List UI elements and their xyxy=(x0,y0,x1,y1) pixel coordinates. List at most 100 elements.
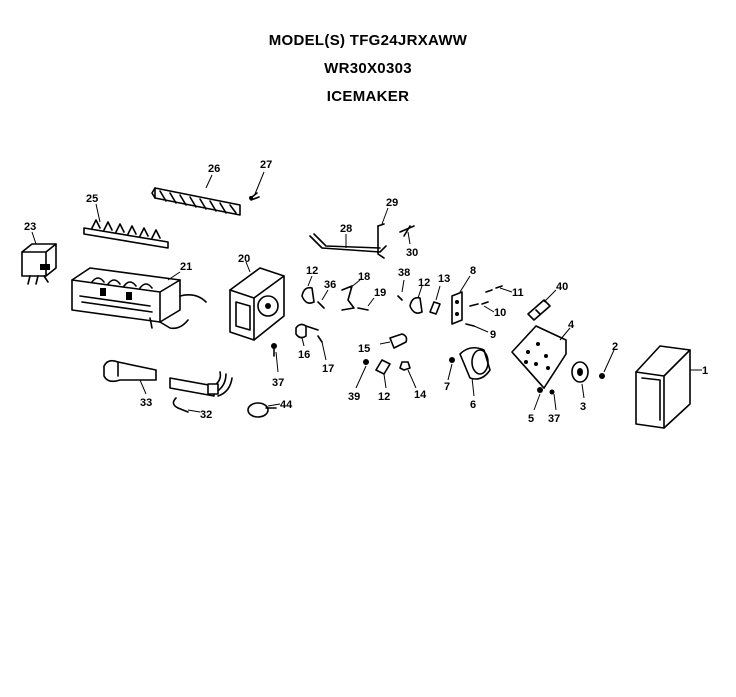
part-40-lever xyxy=(527,299,551,321)
part-25-stripper xyxy=(83,219,169,249)
part-18-lever xyxy=(341,285,355,311)
part-39-screw xyxy=(363,359,369,365)
leader-38 xyxy=(401,279,405,293)
leader-36 xyxy=(321,289,329,301)
part-23-block xyxy=(21,243,57,285)
callout-37-b: 37 xyxy=(548,413,560,425)
part-number: WR30X0303 xyxy=(324,60,412,77)
model-title: MODEL(S) TFG24JRXAWW xyxy=(268,32,468,49)
leader-6 xyxy=(471,377,475,397)
callout-32: 32 xyxy=(200,409,212,421)
leader-18 xyxy=(349,279,361,289)
leader-37b xyxy=(553,393,557,411)
part-6-motor xyxy=(459,346,491,380)
callout-23: 23 xyxy=(24,221,36,233)
part-3-grommet xyxy=(571,361,589,383)
callout-18: 18 xyxy=(358,271,370,283)
part-27-screw xyxy=(249,192,260,201)
leader-30 xyxy=(407,231,411,245)
part-33-tube xyxy=(103,359,157,383)
callout-12-c: 12 xyxy=(378,391,390,403)
callout-19: 19 xyxy=(374,287,386,299)
leader-23 xyxy=(31,231,37,245)
leader-14 xyxy=(407,369,417,389)
leader-26 xyxy=(205,174,213,189)
part-15-plug xyxy=(389,333,408,349)
callout-27: 27 xyxy=(260,159,272,171)
leader-39 xyxy=(355,365,367,389)
leader-44 xyxy=(267,403,281,407)
leader-12a xyxy=(307,275,313,287)
part-12-block xyxy=(375,359,391,375)
leader-17 xyxy=(321,341,327,361)
part-37-screw-b xyxy=(549,389,555,395)
callout-9: 9 xyxy=(490,329,496,341)
part-38-screw xyxy=(397,295,403,301)
callout-13: 13 xyxy=(438,273,450,285)
callout-3: 3 xyxy=(580,401,586,413)
part-wire-harness xyxy=(169,371,233,397)
part-8-bracket xyxy=(451,291,463,325)
leader-29 xyxy=(381,207,389,225)
callout-38: 38 xyxy=(398,267,410,279)
callout-40: 40 xyxy=(556,281,568,293)
part-37-screw-a xyxy=(271,343,277,357)
part-44-knob xyxy=(247,402,277,418)
leader-19 xyxy=(367,297,375,307)
leader-37a xyxy=(275,351,279,373)
callout-12-b: 12 xyxy=(418,277,430,289)
part-9-screw xyxy=(465,323,475,327)
leader-27 xyxy=(254,171,265,195)
leader-5 xyxy=(533,393,541,411)
callout-39: 39 xyxy=(348,391,360,403)
callout-21: 21 xyxy=(180,261,192,273)
leader-12c xyxy=(383,373,387,389)
part-13-switch xyxy=(429,301,441,315)
leader-11 xyxy=(499,287,513,293)
part-7-screw xyxy=(449,357,455,363)
callout-15: 15 xyxy=(358,343,370,355)
callout-25: 25 xyxy=(86,193,98,205)
leader-3 xyxy=(581,383,585,399)
leader-21 xyxy=(167,271,181,281)
leader-33 xyxy=(139,379,147,395)
leader-2 xyxy=(603,349,615,373)
part-1-cover xyxy=(635,345,691,429)
part-29-shaft xyxy=(377,223,385,259)
assembly-name: ICEMAKER xyxy=(326,88,410,105)
callout-17: 17 xyxy=(322,363,334,375)
part-4-plate xyxy=(511,325,567,389)
leader-7 xyxy=(447,363,453,381)
callout-28: 28 xyxy=(340,223,352,235)
part-11-screw xyxy=(485,285,503,293)
callout-26: 26 xyxy=(208,163,220,175)
callout-4: 4 xyxy=(568,319,575,331)
callout-11: 11 xyxy=(512,287,524,299)
part-5-screw xyxy=(537,387,543,393)
callout-2: 2 xyxy=(612,341,618,353)
part-36-pin xyxy=(317,301,325,309)
part-14-cam xyxy=(399,361,411,371)
part-21-mold xyxy=(71,267,207,330)
leader-32 xyxy=(187,409,201,413)
leader-9 xyxy=(473,325,489,333)
leader-10 xyxy=(483,305,495,313)
callout-10: 10 xyxy=(494,307,506,319)
callout-5: 5 xyxy=(528,413,534,425)
callout-36: 36 xyxy=(324,279,336,291)
part-17-spring xyxy=(317,335,323,343)
part-32-clip xyxy=(172,397,189,413)
part-2-screw xyxy=(599,373,605,379)
leader-8 xyxy=(459,275,471,293)
callout-14: 14 xyxy=(414,389,427,401)
callout-8: 8 xyxy=(470,265,476,277)
callout-29: 29 xyxy=(386,197,398,209)
part-26-ejector xyxy=(151,187,241,216)
part-12-cam xyxy=(301,286,315,304)
callout-12-a: 12 xyxy=(306,265,318,277)
callout-1: 1 xyxy=(702,365,708,377)
callout-44: 44 xyxy=(280,399,293,411)
part-20-housing xyxy=(229,267,285,341)
leader-4 xyxy=(559,327,571,341)
